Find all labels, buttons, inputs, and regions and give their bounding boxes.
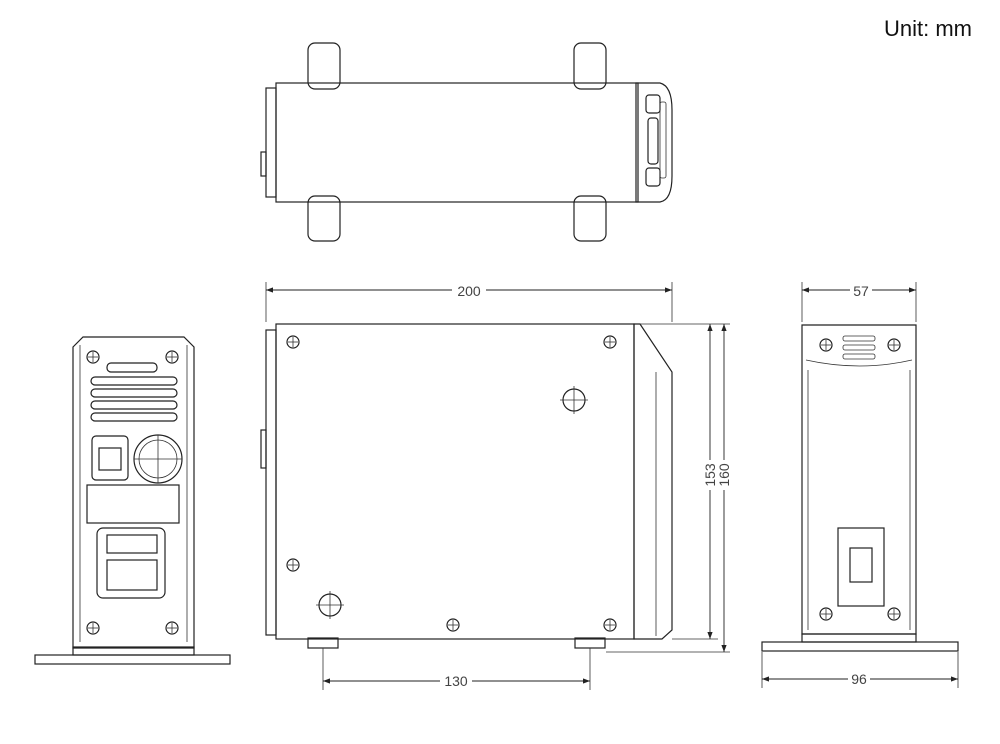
unit-label: Unit: mm xyxy=(884,16,972,41)
dim-width-200: 200 xyxy=(457,283,481,299)
top-view xyxy=(260,42,673,242)
dimension-lines xyxy=(265,282,959,690)
dim-foot-spacing-130: 130 xyxy=(444,673,468,689)
dim-height-160: 160 xyxy=(716,463,732,487)
dim-depth-96: 96 xyxy=(851,671,867,687)
dim-depth-57: 57 xyxy=(853,283,869,299)
rear-view xyxy=(761,324,959,652)
front-view xyxy=(34,336,231,665)
dim-height-153: 153 xyxy=(702,463,718,487)
side-view xyxy=(260,323,673,649)
